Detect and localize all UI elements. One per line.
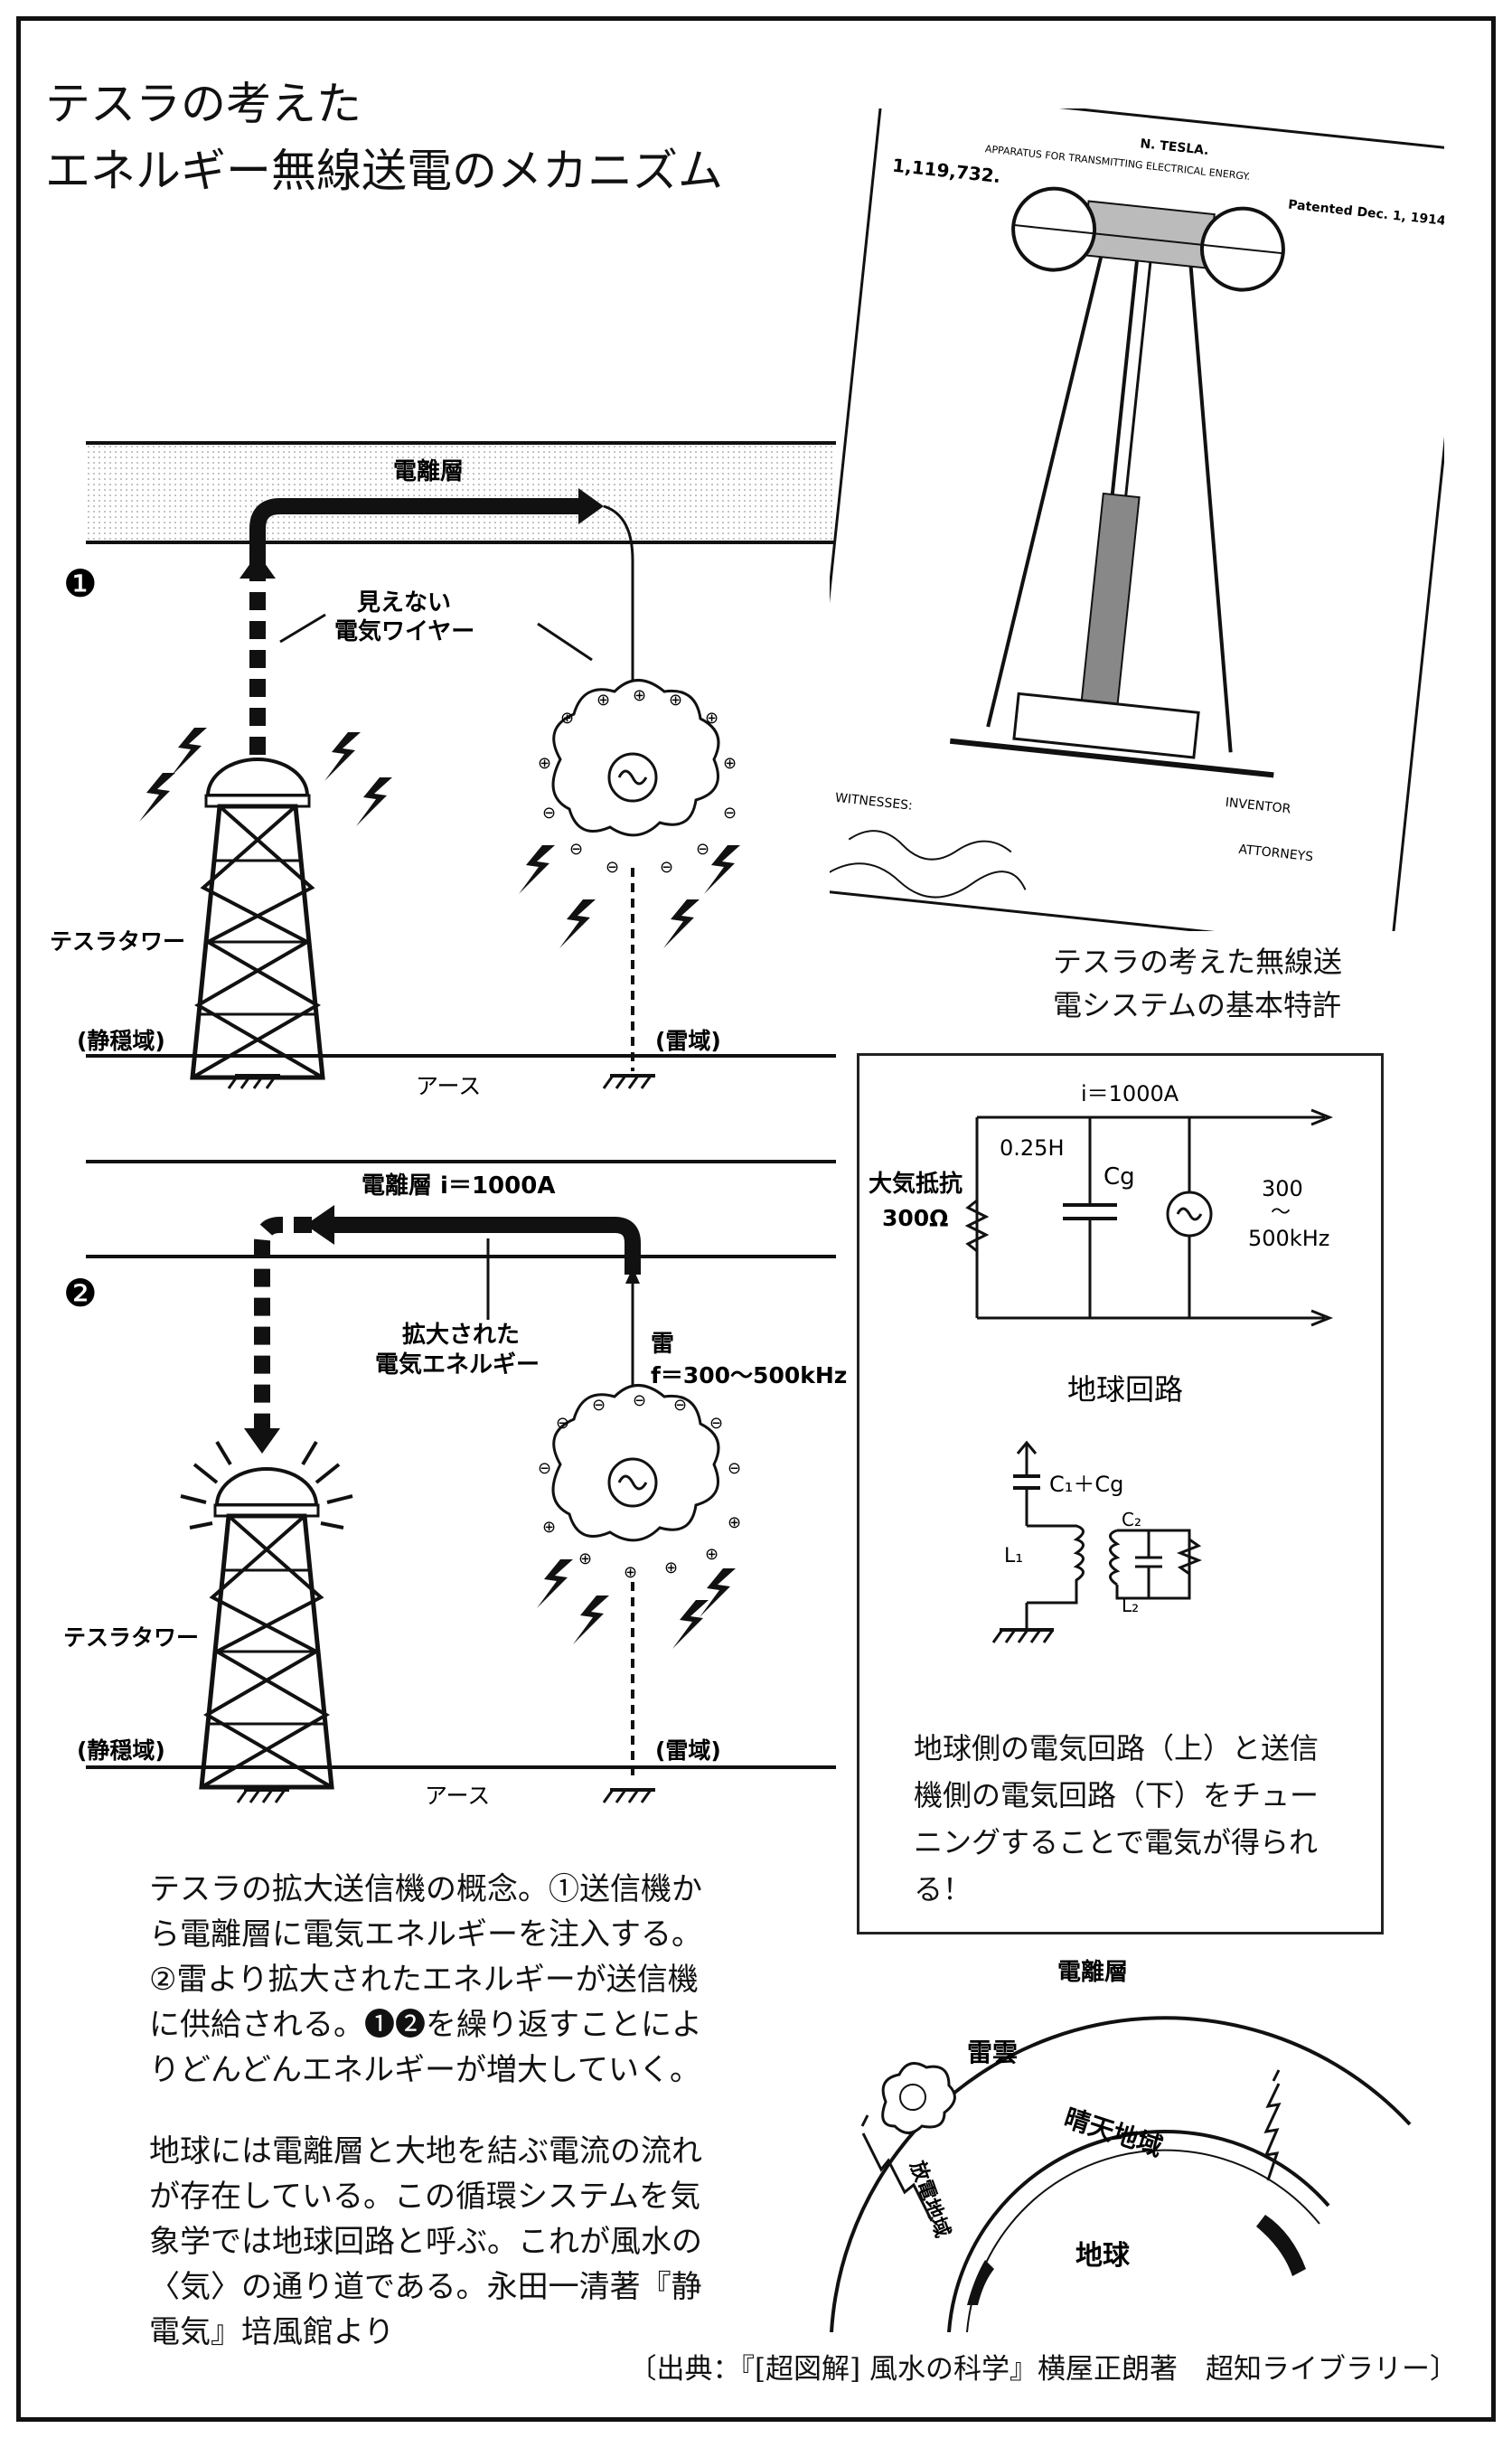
page-title: テスラの考えた エネルギー無線送電のメカニズム	[45, 71, 723, 204]
globe-cloud-label: 雷雲	[967, 2038, 1018, 2067]
thunder-zone-label-2: (雷域)	[655, 1737, 721, 1764]
svg-text:⊕: ⊕	[542, 1518, 556, 1537]
diagram-number-2: ❷	[63, 1271, 98, 1315]
frequency-label-2: f＝300〜500kHz	[651, 1362, 847, 1388]
svg-text:⊕: ⊕	[624, 1563, 637, 1582]
resistance-label: 大気抵抗	[869, 1170, 963, 1198]
earth-circuit-text: 地球には電離層と大地を結ぶ電流の流れ が存在している。この循環システムを気 象学…	[149, 2133, 702, 2350]
svg-text:⊖: ⊖	[542, 804, 556, 823]
svg-text:⊖: ⊖	[606, 858, 619, 877]
freq-top-label: 300	[1262, 1176, 1303, 1201]
svg-text:⊖: ⊖	[696, 840, 709, 859]
svg-text:⊕: ⊕	[560, 709, 574, 728]
svg-text:⊕: ⊕	[664, 1558, 678, 1577]
globe-discharge-label: 放電地域	[905, 2157, 954, 2241]
resistance-value: 300Ω	[882, 1205, 948, 1231]
earth-circuit-title: 地球回路	[1067, 1372, 1183, 1407]
freq-bottom-label: 500kHz	[1248, 1226, 1329, 1251]
freq-tilde-label: 〜	[1271, 1201, 1291, 1224]
page-frame	[16, 16, 1496, 2422]
patent-caption: テスラの考えた無線送 電システムの基本特許	[1053, 945, 1343, 1022]
svg-text:⊕: ⊕	[578, 1549, 592, 1568]
title-line-2: エネルギー無線送電のメカニズム	[45, 145, 723, 197]
svg-text:⊕: ⊕	[538, 754, 551, 773]
thunder-label-2: 雷	[651, 1331, 674, 1358]
capacitance-label: Cg	[1103, 1163, 1135, 1191]
svg-text:⊖: ⊖	[569, 840, 583, 859]
tesla-diagrams: 電離層 ❶ 見えない 電気ワイヤー ⊕ ⊕ ⊕ ⊕ ⊕ ⊕ ⊕ ⊖ ⊖ ⊖ ⊖ ⊖ ⊖ テスラタワー…	[50, 441, 847, 1809]
globe-earth-label: 地球	[1075, 2240, 1131, 2272]
calm-zone-label-1: (静穏域)	[77, 1028, 165, 1054]
svg-text:⊖: ⊖	[538, 1459, 551, 1478]
concept-text: テスラの拡大送信機の概念。①送信機か ら電離層に電気エネルギーを注入する。 ②雷…	[149, 1871, 702, 2088]
c2-label: C₂	[1122, 1509, 1141, 1530]
svg-text:⊖: ⊖	[592, 1396, 606, 1415]
calm-zone-label-2: (静穏域)	[77, 1737, 165, 1764]
svg-text:⊕: ⊕	[669, 691, 682, 710]
invisible-wire-label-2: 電気ワイヤー	[334, 617, 474, 645]
patent-drawing: N. TESLA. APPARATUS FOR TRANSMITTING ELE…	[830, 108, 1444, 931]
svg-text:⊖: ⊖	[728, 1459, 741, 1478]
patent-header: N. TESLA.	[1140, 136, 1210, 158]
earth-label-2: アース	[425, 1783, 490, 1809]
svg-text:⊕: ⊕	[728, 1513, 741, 1532]
svg-text:⊕: ⊕	[705, 1545, 718, 1564]
title-line-1: テスラの考えた	[45, 78, 362, 130]
circuit-description: 地球側の電気回路（上）と送信 機側の電気回路（下）をチュー ニングすることで電気…	[914, 1731, 1319, 1906]
amplified-label-2: 電気エネルギー	[375, 1351, 540, 1379]
svg-text:⊖: ⊖	[556, 1414, 569, 1433]
c1cg-label: C₁＋Cg	[1049, 1472, 1123, 1497]
svg-text:⊖: ⊖	[709, 1414, 723, 1433]
svg-text:⊖: ⊖	[673, 1396, 687, 1415]
tesla-tower-label-1: テスラタワー	[50, 928, 185, 955]
svg-text:⊖: ⊖	[660, 858, 673, 877]
svg-text:⊕: ⊕	[705, 709, 718, 728]
globe-diagram: 電離層 雷雲 晴天地域 地球 放電地域	[830, 1958, 1412, 2332]
circuit-diagram: i＝1000A 0.25H Cg 大気抵抗 300Ω 300 〜 500kHz …	[869, 1081, 1334, 1643]
circuit-box: i＝1000A 0.25H Cg 大気抵抗 300Ω 300 〜 500kHz …	[857, 1053, 1384, 1934]
globe-clear-label: 晴天地域	[1060, 2103, 1166, 2162]
tesla-tower-label-2: テスラタワー	[63, 1624, 199, 1651]
circuit-current-label: i＝1000A	[1081, 1081, 1179, 1106]
l2-label: L₂	[1122, 1595, 1139, 1616]
inductance-label: 0.25H	[1000, 1135, 1064, 1161]
svg-text:⊖: ⊖	[723, 804, 737, 823]
invisible-wire-label-1: 見えない	[357, 589, 451, 617]
ionosphere-label-2: 電離層 i＝1000A	[362, 1172, 555, 1200]
svg-text:⊕: ⊕	[596, 691, 610, 710]
svg-text:⊖: ⊖	[633, 1391, 646, 1410]
patent-inventor: INVENTOR	[1225, 795, 1291, 817]
diagram-number-1: ❶	[63, 561, 98, 606]
l1-label: L₁	[1004, 1545, 1023, 1567]
source-citation: 〔出典：『[超図解] 風水の科学』横屋正朗著 超知ライブラリー〕	[628, 2353, 1458, 2386]
amplified-label-1: 拡大された	[402, 1322, 520, 1349]
ionosphere-label-1: 電離層	[393, 457, 464, 485]
earth-label-1: アース	[416, 1073, 481, 1099]
svg-text:⊕: ⊕	[633, 686, 646, 705]
globe-ionosphere-label: 電離層	[1057, 1958, 1128, 1986]
svg-text:⊕: ⊕	[723, 754, 737, 773]
thunder-zone-label-1: (雷域)	[655, 1028, 721, 1054]
